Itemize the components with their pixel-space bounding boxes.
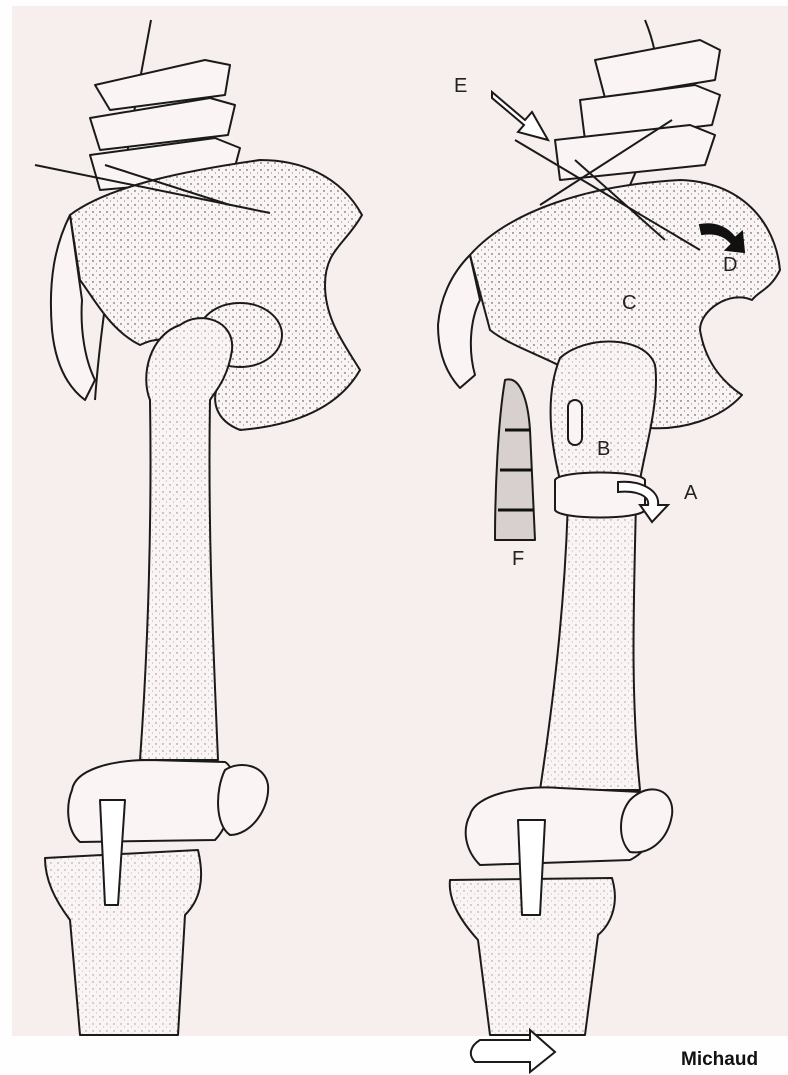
label-a: A — [684, 482, 697, 505]
author-credit: Michaud — [681, 1049, 758, 1071]
label-d: D — [723, 254, 737, 277]
label-c: C — [622, 292, 636, 315]
right-rotation-band — [555, 473, 645, 518]
label-f: F — [512, 548, 524, 571]
label-e: E — [454, 75, 467, 98]
right-femur-slot — [568, 400, 582, 445]
rotation-arrow-bottom — [471, 1030, 555, 1072]
right-patellar-tendon — [518, 820, 545, 915]
left-knee-condyles — [68, 760, 234, 842]
label-b: B — [597, 438, 610, 461]
